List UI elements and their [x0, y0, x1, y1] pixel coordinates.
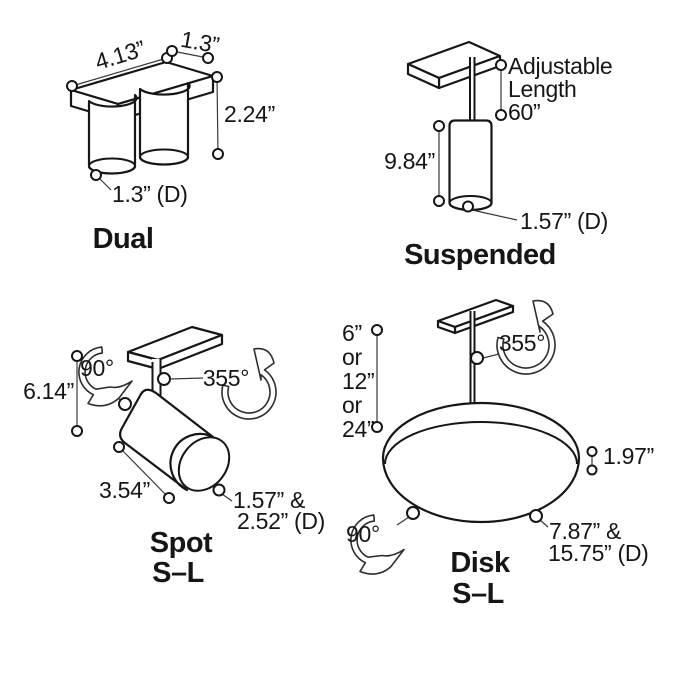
disk-rim — [384, 421, 578, 465]
suspended-height-label: 9.84” — [384, 148, 435, 174]
pivot-marker — [529, 509, 543, 523]
leader-line — [482, 353, 500, 359]
dual-diagram: 4.13” 1.3” 2.24” 1.3” (D) Dual — [66, 26, 275, 255]
dimension-marker — [212, 148, 224, 160]
dual-diameter-label: 1.3” (D) — [112, 181, 188, 207]
dimension-marker — [495, 109, 507, 121]
spot-diameter-line2: 2.52” (D) — [237, 508, 325, 534]
leader-line — [539, 519, 549, 528]
dimension-marker — [433, 195, 445, 207]
suspended-adjustable-line2: Length — [508, 76, 577, 102]
disk-body — [381, 401, 581, 524]
disk-drop-line4: or — [342, 392, 362, 418]
suspended-canopy-side — [406, 62, 441, 90]
dimension-line — [171, 50, 209, 59]
spot-cylinder — [118, 388, 215, 492]
disk-canopy-side — [436, 319, 457, 335]
leader-line — [221, 493, 233, 502]
disk-diagram: 6” or 12” or 24” 355° 1.97” 90° 7.87” & … — [342, 298, 654, 610]
rotation-arrow — [496, 299, 556, 375]
spot-length-label: 3.54” — [99, 477, 150, 503]
disk-tilt-label: 90° — [346, 521, 380, 547]
dimension-marker — [495, 59, 507, 71]
tilt-arrow — [78, 346, 133, 407]
pivot-marker — [406, 506, 420, 520]
suspended-rod — [469, 57, 475, 121]
dimension-marker — [163, 492, 175, 504]
tilt-arrow — [350, 514, 405, 575]
pivot-marker — [470, 351, 484, 365]
disk-drop-line1: 6” — [342, 320, 362, 346]
dual-cylinder-right-rim — [139, 148, 189, 166]
dimension-marker — [586, 446, 598, 457]
pivot-marker — [157, 372, 171, 386]
leader-line — [471, 209, 518, 221]
suspended-diagram: Adjustable Length 60” 9.84” 1.57” (D) Su… — [384, 40, 613, 271]
spot-stem — [152, 359, 162, 397]
spot-lens-rim — [177, 436, 231, 492]
spot-diameter-line1: 1.57” & — [233, 487, 305, 513]
disk-diameter-line1: 7.87” & — [549, 518, 621, 544]
disk-drop-line3: 12” — [342, 368, 374, 394]
disk-diameter-line2: 15.75” (D) — [548, 540, 649, 566]
dimension-marker — [212, 483, 226, 497]
dimension-marker — [371, 324, 383, 336]
spot-title-line2: S–L — [152, 557, 204, 589]
leader-line — [98, 177, 112, 191]
disk-rotation-label: 355° — [499, 330, 545, 356]
dimension-line — [216, 76, 219, 155]
suspended-title: Suspended — [404, 239, 556, 271]
pivot-marker — [118, 397, 132, 411]
spot-title-line1: Spot — [150, 527, 213, 559]
dual-cylinder-left-rim — [88, 157, 136, 175]
spot-rotation-label: 355° — [203, 365, 249, 391]
dimension-marker — [71, 425, 83, 437]
disk-drop-line2: or — [342, 344, 362, 370]
dimension-marker — [211, 71, 223, 83]
dimension-marker — [371, 421, 383, 433]
dimension-marker — [586, 464, 598, 476]
suspended-adjustable-line3: 60” — [508, 99, 540, 125]
spot-height-label: 6.14” — [23, 378, 74, 404]
spot-tilt-label: 90° — [80, 355, 114, 381]
leader-line — [169, 377, 204, 380]
disk-drop-line5: 24” — [342, 416, 374, 442]
spot-diagram: 90° 355° 6.14” 3.54” 1.57” & 2.52” (D) S… — [23, 325, 325, 589]
dimension-marker — [433, 120, 445, 132]
suspended-adjustable-line1: Adjustable — [508, 53, 612, 79]
dimension-marker — [462, 200, 474, 213]
dimension-marker — [90, 169, 102, 181]
dimension-marker — [113, 441, 125, 453]
dimension-marker — [202, 52, 214, 64]
disk-thickness-label: 1.97” — [603, 443, 654, 469]
dual-title: Dual — [93, 223, 154, 255]
suspended-diameter-label: 1.57” (D) — [520, 208, 608, 234]
dual-height-label: 2.24” — [224, 101, 275, 127]
dimension-marker — [166, 45, 178, 57]
dimension-line — [118, 446, 170, 499]
disk-title-line1: Disk — [450, 547, 511, 579]
rotation-arrow — [221, 347, 277, 420]
leader-line — [396, 516, 410, 526]
disk-title-line2: S–L — [452, 578, 504, 610]
dimension-marker — [71, 350, 83, 362]
dimension-line — [71, 57, 168, 87]
dimension-marker — [66, 80, 78, 92]
